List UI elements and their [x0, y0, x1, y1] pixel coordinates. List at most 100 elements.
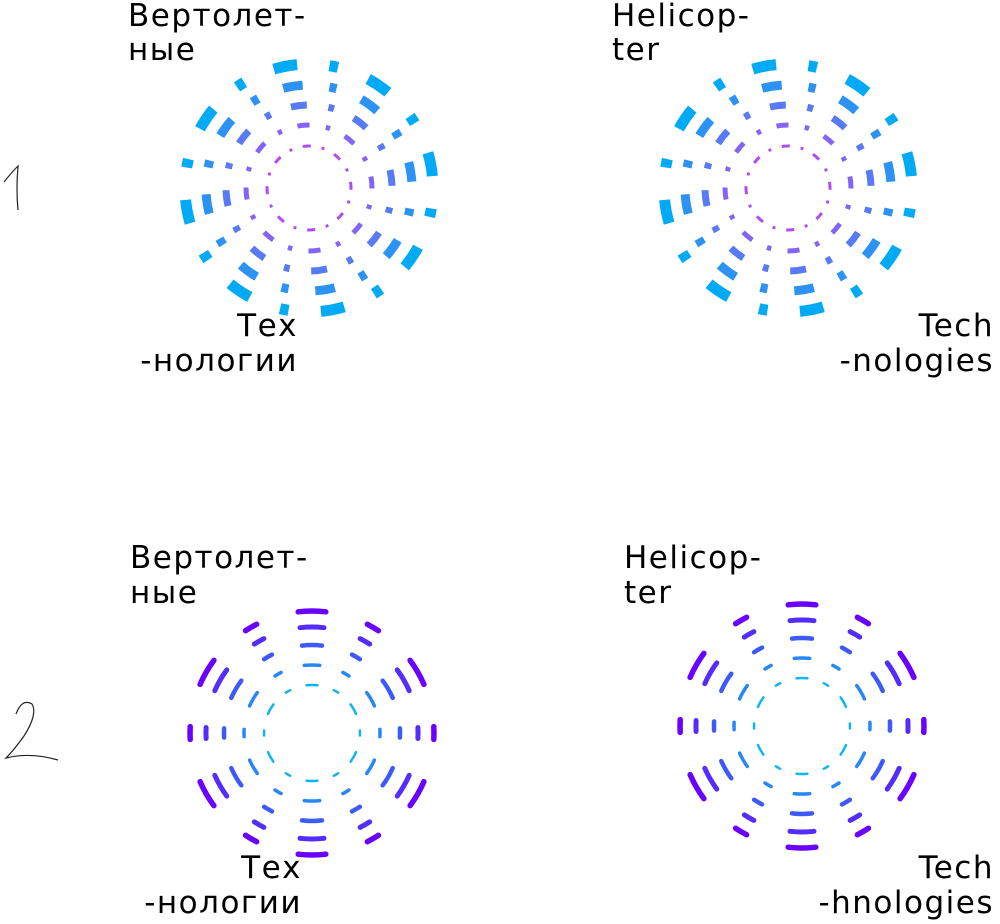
- logo-segment: [787, 617, 817, 624]
- logo-segment: [854, 614, 872, 627]
- logo-segment: [299, 642, 325, 648]
- logo-segment: [269, 204, 274, 209]
- logo-segment: [243, 187, 250, 200]
- logo-segment: [349, 804, 363, 814]
- logo-segment: [343, 134, 356, 146]
- logo-segment: [364, 758, 377, 776]
- logo-segment: [879, 244, 902, 271]
- logo-segment: [741, 812, 757, 823]
- logo-segment: [251, 636, 267, 647]
- logo-segment: [824, 255, 834, 265]
- logo-segment: [722, 187, 729, 200]
- logo-segment: [687, 771, 707, 802]
- logo-segment: [804, 223, 809, 228]
- logo-segment: [734, 141, 746, 154]
- logo-segment: [346, 200, 351, 204]
- logo-segment: [229, 765, 244, 788]
- logo-segment: [854, 751, 867, 769]
- logo-segment: [882, 207, 894, 217]
- logo-segment: [712, 77, 727, 92]
- logo-segment: [276, 215, 285, 224]
- logo-segment: [703, 161, 713, 170]
- logo-segment: [380, 678, 395, 701]
- logo-segment: [748, 204, 753, 209]
- logo-segment: [903, 207, 916, 219]
- logo-segment: [839, 696, 848, 709]
- logo-segment: [763, 663, 773, 671]
- logo-segment: [828, 181, 832, 190]
- logo-segment: [370, 284, 385, 299]
- logo-segment: [407, 657, 427, 688]
- logo-segment: [845, 230, 861, 248]
- logo-segment: [297, 122, 310, 129]
- logo-segment: [790, 265, 807, 275]
- logo-segment: [344, 167, 349, 172]
- logo-segment: [386, 169, 396, 186]
- logo-segment: [813, 240, 821, 248]
- logo-segment: [744, 186, 748, 195]
- logo-segment: [800, 146, 804, 151]
- logo-segment: [341, 670, 351, 678]
- logo-segment: [273, 155, 282, 164]
- logo-segment: [345, 255, 355, 265]
- logo-2a-bottom-line1: Тех: [241, 850, 302, 886]
- logo-segment: [215, 236, 227, 248]
- logo-segment: [267, 172, 272, 176]
- logo-1b-top-line1: Helicop-: [612, 0, 751, 34]
- logo-segment: [224, 161, 234, 170]
- logo-segment: [180, 199, 196, 225]
- logo-segment: [897, 650, 917, 681]
- logo-segment: [763, 781, 773, 789]
- logo-segment: [297, 624, 327, 631]
- logo-segment: [376, 142, 386, 152]
- logo-segment: [741, 230, 754, 242]
- logo-1a-mark: [180, 59, 438, 317]
- logo-segment: [822, 681, 830, 687]
- logo-1b-top-line2: ter: [612, 32, 661, 68]
- logo-segment: [752, 155, 761, 164]
- logo-segment: [789, 811, 815, 817]
- logo-segment: [262, 230, 275, 242]
- logo-segment: [404, 161, 417, 183]
- logo-segment: [660, 157, 673, 169]
- logo-segment: [382, 237, 402, 260]
- logo-segment: [247, 690, 260, 708]
- logo-segment: [333, 152, 342, 161]
- logo-2b-bottom-line2: -hnologies: [818, 885, 994, 921]
- logo-segment: [226, 279, 253, 302]
- logo-segment: [325, 124, 331, 131]
- logo-segment: [759, 282, 769, 294]
- logo-segment: [863, 206, 873, 215]
- logo-segment: [276, 128, 284, 136]
- logo-segment: [883, 161, 896, 183]
- logo-segment: [799, 301, 825, 317]
- logo-segment: [836, 270, 848, 282]
- logo-segment: [897, 771, 917, 802]
- logo-segment: [839, 743, 848, 756]
- logo-segment: [321, 146, 325, 151]
- logo-segment: [366, 204, 373, 210]
- logo-segment: [870, 758, 885, 781]
- logo-segment: [364, 621, 382, 634]
- logo-segment: [311, 265, 328, 275]
- logo-segment: [364, 832, 382, 845]
- logo-segment: [242, 621, 260, 634]
- logo-segment: [284, 772, 292, 778]
- logo-segment: [380, 765, 395, 788]
- logo-segment: [229, 678, 244, 701]
- logo-segment: [854, 825, 872, 838]
- logo-segment: [741, 629, 757, 640]
- logo-segment: [761, 80, 783, 93]
- logo-segment: [280, 282, 290, 294]
- logo-segment: [233, 77, 248, 92]
- logo-segment: [719, 671, 734, 694]
- logo-segment: [247, 758, 260, 776]
- logo-segment: [245, 166, 252, 172]
- logo-segment: [767, 148, 772, 153]
- logo-segment: [861, 237, 881, 260]
- logo-segment: [201, 193, 214, 215]
- handwritten-number-1: [3, 164, 19, 211]
- logo-segment: [237, 261, 260, 281]
- logo-1b-mark: [659, 59, 917, 317]
- logo-segment: [251, 819, 267, 830]
